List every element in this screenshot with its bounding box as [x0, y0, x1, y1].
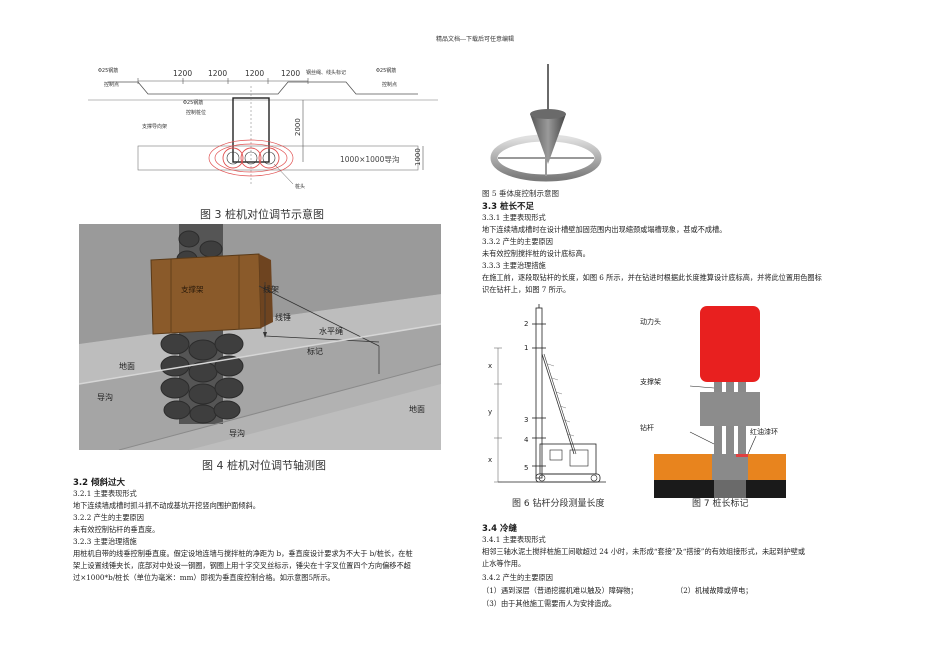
label-support: 支撑架 [181, 284, 204, 294]
label-plumb: 线锤 [275, 312, 291, 322]
label-trench-bottom: 导沟 [229, 428, 245, 438]
label-red-ring: 红油漆环 [750, 427, 778, 436]
section-3-2-2-title: 3.2.2 产生的主要原因 [73, 513, 144, 522]
figure-4-caption: 图 4 桩机对位调节轴测图 [202, 459, 326, 472]
support-block [700, 392, 760, 426]
fig6-num-5: 5 [524, 464, 528, 472]
section-3-3-3-text-2: 识在钻杆上，如图 7 所示。 [482, 285, 571, 294]
section-3-4-2-title: 3.4.2 产生的主要原因 [482, 573, 553, 582]
drill-mast [535, 307, 543, 479]
label-level-rope: 水平绳 [319, 326, 343, 336]
cause-item-1: （1）遇到深层（普通挖掘机难以触及）障碍物； [482, 586, 638, 595]
section-3-3-2-title: 3.3.2 产生的主要原因 [482, 237, 553, 246]
cause-item-2: （2）机械故障或停电； [676, 586, 753, 595]
section-3-3-1-title: 3.3.1 主要表现形式 [482, 213, 546, 222]
trench-label: 1000×1000导沟 [340, 154, 399, 164]
figure-4-render: 支撑架 线架 线锤 水平绳 标记 地面 导沟 导沟 地面 [79, 224, 441, 450]
dim-1: 1200 [173, 69, 192, 78]
label-support: 支撑架 [640, 377, 661, 386]
figure-3-caption: 图 3 桩机对位调节示意图 [200, 208, 324, 221]
rebar-right-2: 控制点 [382, 81, 397, 88]
section-3-3-3-title: 3.3.3 主要治理措施 [482, 261, 546, 270]
label-ground-right: 地面 [409, 404, 425, 414]
label-mark: 标记 [307, 346, 323, 356]
section-3-4-title: 3.4 冷缝 [482, 524, 518, 534]
power-head [700, 306, 760, 382]
rebar-mid-2: 控制桩位 [186, 109, 206, 116]
machine-body [539, 443, 597, 475]
support-frame [150, 253, 262, 335]
section-3-3-2-text: 未有效控制搅拌桩的设计底标高。 [482, 249, 590, 258]
ground-line-top [108, 81, 318, 95]
label-trench-left: 导沟 [97, 392, 113, 402]
label-power-head: 动力头 [640, 317, 661, 326]
fig6-num-3: 3 [524, 416, 528, 424]
section-3-2-3-text-3: 过×1000*b/桩长（单位为毫米：mm）即视为垂直度控制合格。如示意图5所示。 [73, 573, 335, 582]
section-3-2-title: 3.2 倾斜过大 [73, 478, 126, 488]
section-3-3-title: 3.3 桩长不足 [482, 202, 535, 212]
dim-1000: 1000 [414, 148, 422, 166]
fig6-num-1: 1 [524, 344, 528, 352]
label-drill-rod: 钻杆 [640, 423, 654, 432]
dim-2000: 2000 [294, 118, 302, 136]
page-header: 精品文档---下载后可任意编辑 [435, 36, 515, 43]
figure-5-diagram [490, 64, 602, 182]
figure-3-diagram: 1200 1200 1200 1200 Φ25钢筋 控制点 Φ25钢筋 控制点 … [88, 67, 438, 190]
section-3-3-1-text: 地下连续墙成槽时在设计槽壁加固范围内出现缩颈或塌槽现象，甚或不成槽。 [482, 225, 727, 234]
guide-label: 支撑导向架 [142, 123, 167, 130]
figure-6-diagram: 2 1 3 4 5 x y x [488, 304, 606, 483]
section-3-4-1-title: 3.4.1 主要表现形式 [482, 535, 546, 544]
rebar-left-2: 控制点 [104, 81, 119, 88]
dim-4: 1200 [281, 69, 300, 78]
section-3-2-2-text: 未有效控制钻杆的垂直度。 [73, 525, 160, 534]
rebar-mid-1: Φ25钢筋 [183, 99, 203, 106]
rebar-right-1: Φ25钢筋 [376, 67, 396, 74]
fig6-num-4: 4 [524, 436, 529, 444]
section-3-4-1-text: 相邻三轴水泥土搅拌桩施工间歇超过 24 小时，未形成“套接”及“搭接”的有效组接… [482, 547, 806, 556]
section-3-2-3-title: 3.2.3 主要治理措施 [73, 537, 137, 546]
section-3-2-3-text-1: 用桩机自带的线垂控制垂直度。假定设地连墙与搅拌桩的净距为 b，垂直度设计要求为不… [73, 549, 413, 558]
trench-rect [137, 145, 419, 171]
dim-3: 1200 [245, 69, 264, 78]
dim-2: 1200 [208, 69, 227, 78]
figure-5-caption: 图 5 垂体度控制示意图 [482, 189, 560, 198]
label-line-frame: 线架 [263, 284, 279, 294]
figure-7-caption: 图 7 桩长标记 [692, 499, 749, 509]
label-ground-left: 地面 [119, 361, 135, 371]
section-3-2-1-text: 地下连续墙成槽时抓斗抓不动成基坑开挖竖向围护面倾斜。 [73, 501, 260, 510]
fig6-num-2: 2 [524, 320, 528, 328]
plumb-bob [530, 114, 566, 164]
fig6-letter-y: y [488, 408, 492, 416]
section-3-2-1-title: 3.2.1 主要表现形式 [73, 489, 137, 498]
fig6-letter-x-bottom: x [488, 456, 492, 464]
figure-6-caption: 图 6 钻杆分段测量长度 [512, 499, 605, 509]
cause-item-3: （3）由于其他施工需要而人为安排造成。 [482, 599, 616, 608]
section-3-4-1-text-2: 止水等作用。 [482, 559, 526, 568]
rebar-left-1: Φ25钢筋 [98, 67, 118, 74]
fig6-letter-x-top: x [488, 362, 492, 370]
figure-7-diagram: 动力头 支撑架 钻杆 红油漆环 [640, 306, 786, 498]
section-3-3-3-text-1: 在施工前，逐段取钻杆的长度，如图 6 所示，并在钻进时根据此长度推算设计底标高，… [482, 273, 822, 282]
line-label: 钢丝绳、线头标记 [306, 69, 346, 76]
section-3-2-3-text-2: 架上设置线锤夹长，底部对中处设一钢圈，钢圈上用十字交叉丝标示，锤尖在十字叉位置四… [73, 561, 411, 570]
pile-label: 桩头 [295, 183, 305, 190]
